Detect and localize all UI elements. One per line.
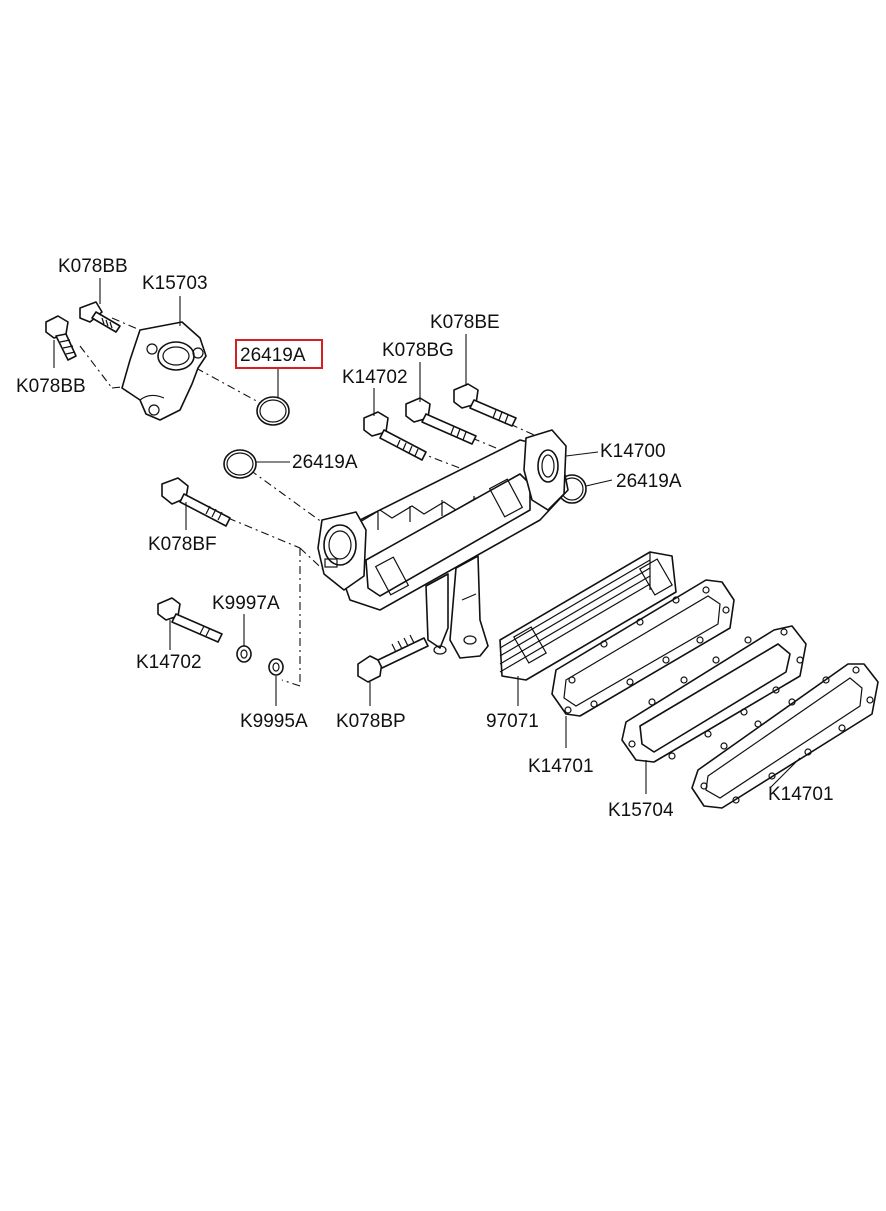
label-k14702-low[interactable]: K14702 (136, 652, 202, 673)
gasket-k14701-a[interactable] (551, 579, 735, 717)
label-26419a-highlight[interactable]: 26419A (240, 345, 306, 366)
callout-leaders (53, 278, 801, 794)
label-k14701-b[interactable]: K14701 (768, 784, 834, 805)
label-k15703[interactable]: K15703 (142, 273, 208, 294)
label-26419a-mid[interactable]: 26419A (292, 452, 358, 473)
label-97071[interactable]: 97071 (486, 711, 539, 732)
label-k14702-top[interactable]: K14702 (342, 367, 408, 388)
label-k078bf[interactable]: K078BF (148, 534, 217, 555)
cooler-element-97071[interactable] (499, 551, 677, 681)
gasket-k14701-b[interactable] (691, 663, 879, 809)
label-k078be[interactable]: K078BE (430, 312, 500, 333)
bolt-k14702-low[interactable] (157, 597, 223, 643)
label-k078bg[interactable]: K078BG (382, 340, 454, 361)
label-k078bb-left[interactable]: K078BB (16, 376, 86, 397)
bolt-k078bb-left[interactable] (45, 315, 77, 361)
label-k078bp[interactable]: K078BP (336, 711, 406, 732)
cooler-housing-k14700[interactable] (317, 429, 569, 659)
washer-k9995a[interactable] (268, 658, 284, 676)
bolt-k078be[interactable] (453, 383, 517, 427)
bolt-k078bb-top[interactable] (79, 301, 121, 333)
label-k15704[interactable]: K15704 (608, 800, 674, 821)
cover-k15704[interactable] (621, 625, 807, 763)
flange-k15703[interactable] (121, 321, 207, 421)
label-k9995a[interactable]: K9995A (240, 711, 308, 732)
label-26419a-right[interactable]: 26419A (616, 471, 682, 492)
label-k14701-a[interactable]: K14701 (528, 756, 594, 777)
bolt-k078bp[interactable] (357, 634, 429, 683)
highlight-box (235, 339, 323, 369)
bolt-k14702-top[interactable] (363, 411, 427, 461)
label-k078bb-top[interactable]: K078BB (58, 256, 128, 277)
label-k14700[interactable]: K14700 (600, 441, 666, 462)
label-k9997a[interactable]: K9997A (212, 593, 280, 614)
washer-k9997a[interactable] (236, 645, 252, 663)
bolt-k078bf[interactable] (161, 477, 231, 527)
o-ring-26419a-mid[interactable] (223, 449, 257, 479)
o-ring-26419a-top[interactable] (256, 396, 290, 426)
part-labels: K078BB K15703 K078BB 26419A K078BE K078B… (16, 256, 834, 821)
